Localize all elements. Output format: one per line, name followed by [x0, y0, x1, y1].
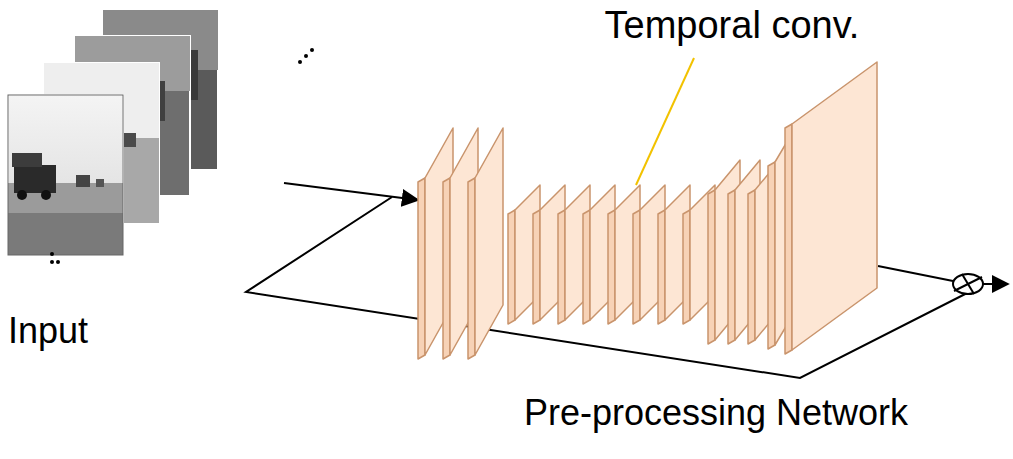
- callout-label: Temporal conv.: [605, 4, 860, 48]
- conv-layers: [418, 62, 877, 359]
- connection-lines: [246, 183, 1008, 378]
- leader-line: [636, 58, 694, 185]
- input-label: Input: [8, 310, 88, 351]
- video-frames: [8, 10, 314, 264]
- network-label: Pre-processing Network: [524, 392, 908, 433]
- sum-symbol: [953, 274, 983, 294]
